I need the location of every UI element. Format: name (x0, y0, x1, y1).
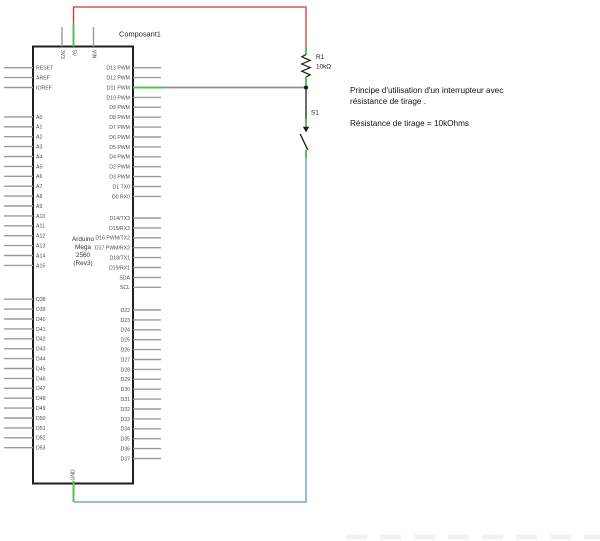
pin-label: D30 (120, 387, 130, 393)
component-title: Composant1 (119, 30, 161, 39)
pin-label: A5 (36, 164, 42, 170)
pin-label: SDA (119, 275, 130, 281)
wire-gnd (74, 158, 307, 503)
pin-label: D12 PWM (106, 76, 130, 82)
resistor-ref-label: R1 (316, 54, 325, 61)
pin-label: D47 (36, 386, 46, 392)
pin-label: A4 (36, 154, 42, 160)
component-center-label-1: Arduino (72, 236, 94, 243)
pin-label: D5 PWM (109, 145, 130, 151)
pin-label: D38 (36, 297, 46, 303)
pin-label: D52 (36, 436, 46, 442)
pin-label: D6 PWM (109, 135, 130, 141)
pin-label: GND (71, 469, 77, 481)
pin-label: D0 RX0 (112, 194, 130, 200)
pin-label: D49 (36, 406, 46, 412)
pin-label: D33 (120, 417, 130, 423)
pin-label: A1 (36, 125, 42, 131)
pin-label: 3V3 (59, 50, 65, 59)
pin-label: D51 (36, 426, 46, 432)
pin-label: D24 (120, 328, 130, 334)
pin-label: A3 (36, 145, 42, 151)
pin-label: A13 (36, 244, 45, 250)
pin-layer: RESET AREF IOREF A0A1A2A3A4A5A6A7A8A9A10A11… (4, 25, 161, 502)
pin-label: A15 (36, 263, 45, 269)
pin-label: D1 TX0 (113, 184, 131, 190)
pin-label: A10 (36, 214, 45, 220)
junction-dot (303, 85, 309, 90)
pin-label: D40 (36, 317, 46, 323)
pin-label: D8 PWM (109, 115, 130, 121)
pin-label: D43 (36, 347, 46, 353)
pin-label: D13 PWM (106, 66, 130, 72)
pin-label: A7 (36, 184, 42, 190)
pin-label: D10 PWM (106, 95, 130, 101)
pin-label: D29 (120, 377, 130, 383)
pin-label: D44 (36, 357, 46, 363)
component-center-label-2: Mega (75, 244, 91, 251)
note-line-2: résistance de tirage . (350, 97, 426, 106)
pin-label: A14 (36, 253, 45, 259)
pin-label: D53 (36, 446, 46, 452)
pin-label: D37 (120, 456, 130, 462)
pin-label: A12 (36, 234, 45, 240)
pin-label: A0 (36, 115, 42, 121)
pin-label: D36 (120, 447, 130, 453)
pin-label: A8 (36, 194, 42, 200)
pin-label: 5V (71, 50, 77, 57)
pin-label: D45 (36, 366, 46, 372)
pin-label: RESET (36, 66, 54, 72)
note-line-1: Principe d'utilisation d'un interrupteur… (350, 86, 503, 95)
pin-label: A6 (36, 174, 42, 180)
pin-label: D3 PWM (109, 175, 130, 181)
pin-label: A11 (36, 224, 45, 230)
pin-label: A2 (36, 135, 42, 141)
switch-blade (299, 133, 309, 151)
pin-label: AREF (36, 76, 50, 82)
pin-label: D19/RX1 (109, 265, 130, 271)
component-center-label-4: (Rev3) (73, 260, 92, 267)
pin-label: VIN (91, 50, 97, 59)
pin-label: D28 (120, 367, 130, 373)
pin-label: D18/TX1 (110, 256, 131, 262)
pin-label: D23 (120, 318, 130, 324)
resistor-body (300, 53, 312, 78)
switch-ref-label: S1 (311, 110, 319, 117)
pin-label: D41 (36, 327, 46, 333)
pin-label: D42 (36, 337, 46, 343)
pin-label: D27 (120, 357, 130, 363)
pin-label: D22 (120, 308, 130, 314)
pin-label: D7 PWM (109, 125, 130, 131)
switch-arrow-icon (302, 126, 310, 133)
pin-label: D32 (120, 407, 130, 413)
pin-label: SCL (120, 285, 130, 291)
component-center-label-3: 2560 (76, 252, 91, 259)
pin-label: D15/RX3 (109, 226, 130, 232)
wire-5v (72, 6, 307, 47)
pin-label: D26 (120, 348, 130, 354)
pin-label: D50 (36, 416, 46, 422)
pin-label: D11 PWM (107, 85, 130, 91)
pin-label: D46 (36, 376, 46, 382)
pin-label: D17 PWM/RX2 (95, 246, 130, 252)
pin-label: D4 PWM (109, 155, 130, 161)
pin-label: D48 (36, 396, 46, 402)
resistor-value-label: 10kΩ (316, 64, 331, 71)
pin-label: D2 PWM (109, 165, 130, 171)
note-line-3: Résistance de tirage = 10kOhms (350, 119, 469, 128)
pin-label: D35 (120, 437, 130, 443)
pin-label: IOREF (36, 85, 52, 91)
pin-label: D34 (120, 427, 130, 433)
pin-label: A9 (36, 204, 42, 210)
pin-label: D14/TX3 (110, 216, 131, 222)
pin-label: D31 (120, 397, 130, 403)
pin-label: D9 PWM (109, 105, 130, 111)
pin-label: D39 (36, 307, 46, 313)
pin-label: D25 (120, 338, 130, 344)
pin-label: D16 PWM/TX2 (95, 236, 130, 242)
component-box (32, 45, 134, 485)
